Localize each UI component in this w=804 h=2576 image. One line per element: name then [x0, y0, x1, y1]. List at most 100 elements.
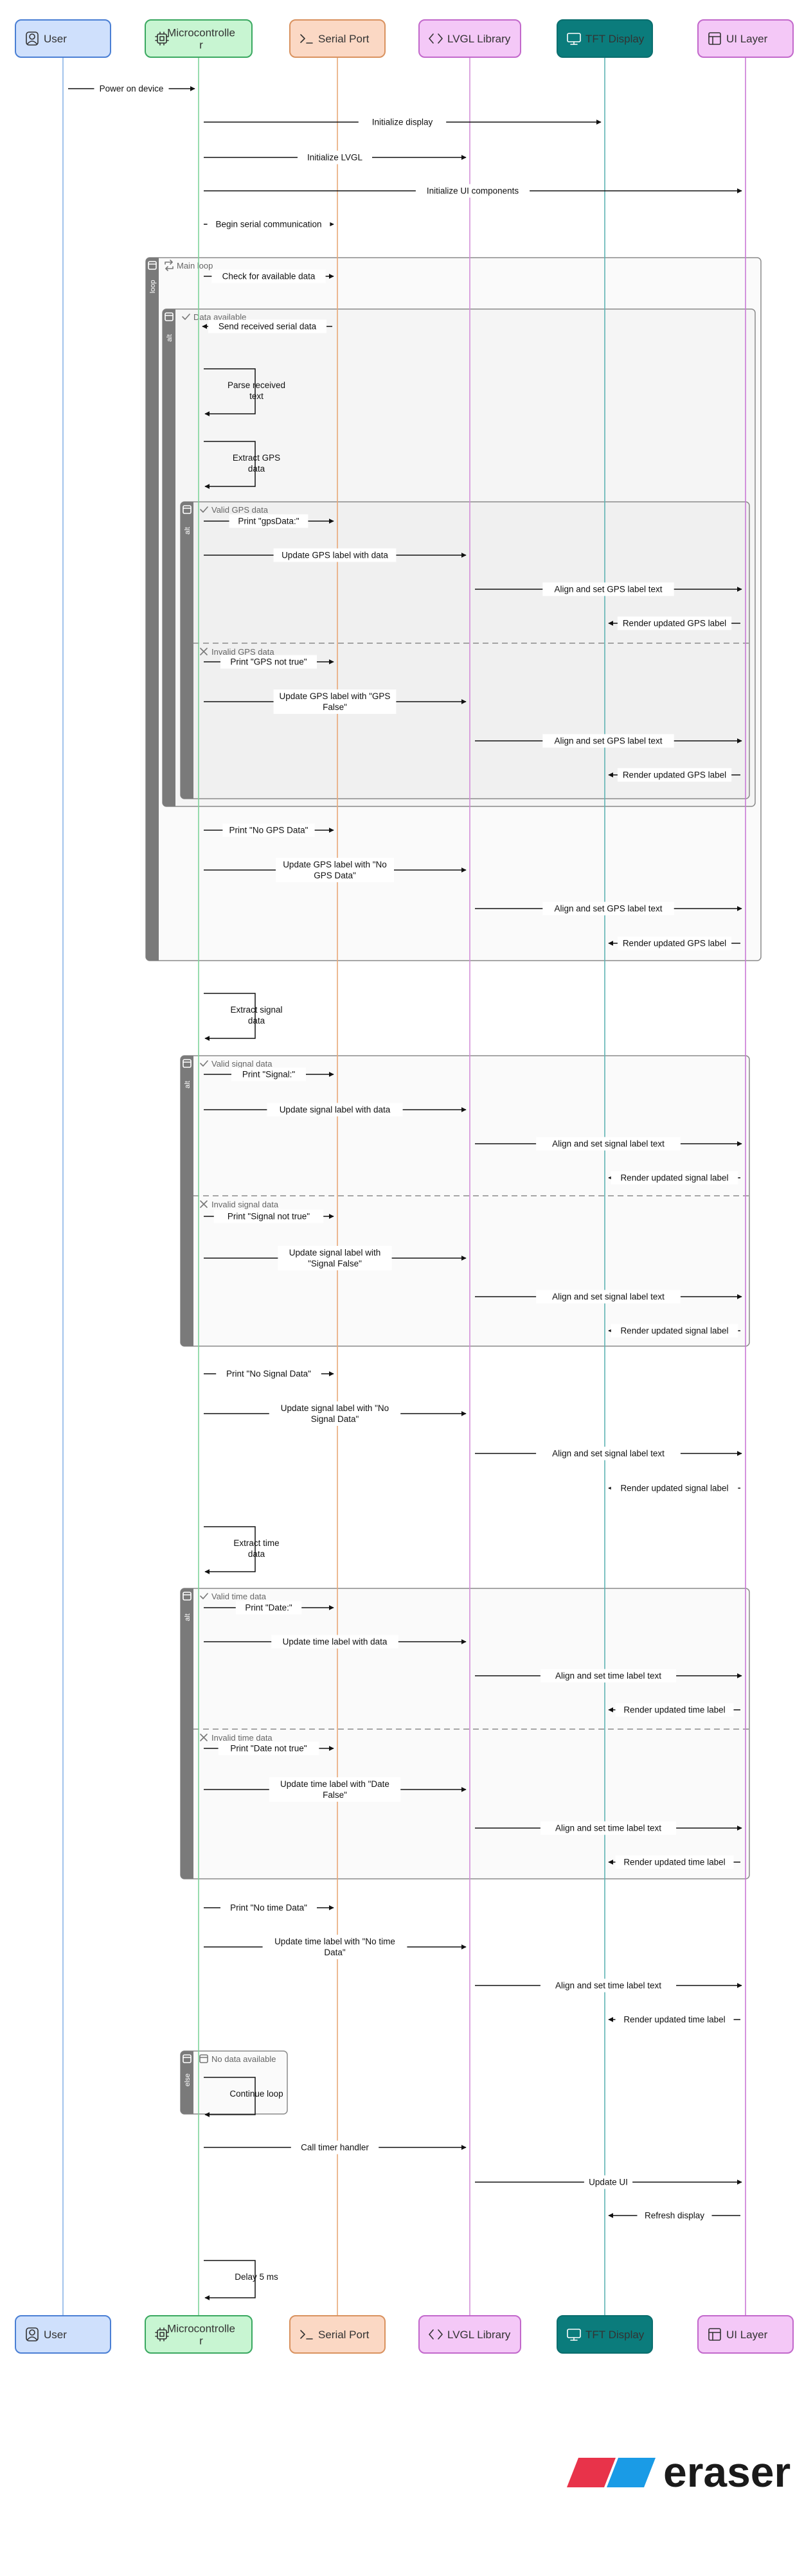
message-label-bg — [276, 858, 394, 882]
message-label-bg — [540, 1821, 677, 1835]
participant-box[interactable] — [557, 2315, 653, 2354]
message-label: Align and set GPS label text — [554, 585, 662, 594]
participant-label: r — [199, 2335, 203, 2347]
message-label: Delay 5 ms — [235, 2272, 278, 2282]
message-label: Data" — [324, 1948, 346, 1957]
message-label: Print "No GPS Data" — [229, 826, 308, 835]
message: Render updated signal label — [608, 1171, 740, 1185]
message-label: Align and set time label text — [555, 1824, 661, 1833]
user-icon — [26, 31, 39, 46]
participant-serial-foot[interactable]: Serial Port — [289, 2315, 386, 2354]
participant-ui-head[interactable]: UI Layer — [697, 19, 794, 58]
message: Print "Date:" — [204, 1601, 334, 1615]
message-label-bg — [222, 823, 315, 837]
message: Print "Signal:" — [204, 1067, 334, 1081]
participant-box[interactable] — [697, 19, 794, 58]
message-label-bg — [220, 655, 317, 669]
participant-label: TFT Display — [585, 2329, 645, 2341]
fragment-tag: alt — [184, 1081, 192, 1088]
message: Power on device — [68, 82, 195, 96]
message-label-bg — [611, 1481, 738, 1495]
message-label-bg — [615, 1703, 734, 1717]
message-label-bg — [216, 1367, 321, 1381]
message: Update UI — [475, 2175, 742, 2189]
participant-ui-foot[interactable]: UI Layer — [697, 2315, 794, 2354]
message: Render updated GPS label — [608, 616, 740, 630]
message-label-bg — [536, 1446, 681, 1461]
participant-box[interactable] — [418, 19, 521, 58]
message-label: Extract time — [233, 1538, 279, 1548]
participant-box[interactable] — [557, 19, 653, 58]
fragment-label: Valid GPS data — [211, 505, 269, 515]
message-label: data — [248, 464, 265, 474]
participant-tft-head[interactable]: TFT Display — [557, 19, 653, 58]
message-label: Align and set GPS label text — [554, 736, 662, 746]
message: Render updated GPS label — [608, 936, 740, 950]
message-label-bg — [542, 582, 674, 596]
check-icon — [182, 314, 190, 320]
message-label-bg — [358, 115, 447, 129]
participant-label: LVGL Library — [447, 2329, 511, 2341]
cross-icon — [200, 1200, 208, 1208]
participant-label: User — [44, 2329, 67, 2341]
message-label-bg — [637, 2208, 712, 2223]
participant-box[interactable] — [289, 2315, 386, 2354]
message-label: Print "Date not true" — [230, 1744, 307, 1754]
message-label: Call timer handler — [301, 2143, 369, 2153]
message-label-bg — [290, 2140, 379, 2154]
message-label: Render updated GPS label — [623, 770, 726, 780]
message-label-bg — [278, 1246, 392, 1270]
message-label: Render updated GPS label — [623, 939, 726, 948]
participant-box[interactable] — [15, 19, 111, 58]
participant-label: TFT Display — [585, 33, 645, 45]
message: Render updated time label — [608, 2012, 740, 2027]
eraser-logo: eraser — [567, 2448, 791, 2496]
message: Initialize UI components — [204, 184, 742, 198]
message-label-bg — [615, 2012, 734, 2027]
message-label: Send received serial data — [219, 322, 317, 332]
message: Update signal label with"Signal False" — [204, 1246, 467, 1270]
fragment-divider-label: Invalid time data — [211, 1733, 272, 1743]
participant-box[interactable] — [289, 19, 386, 58]
box-icon — [199, 2054, 208, 2063]
participant-box[interactable] — [145, 2315, 253, 2354]
message: Align and set signal label text — [475, 1137, 742, 1151]
message-label: Render updated time label — [623, 1705, 725, 1715]
code-icon — [429, 2329, 443, 2340]
message: Render updated GPS label — [608, 768, 740, 782]
message: Align and set signal label text — [475, 1446, 742, 1461]
check-icon — [200, 1060, 208, 1067]
message-label: Render updated signal label — [620, 1326, 728, 1336]
message-label-bg — [415, 184, 530, 198]
participant-box[interactable] — [15, 2315, 111, 2354]
message: Render updated signal label — [608, 1324, 740, 1338]
participant-tft-foot[interactable]: TFT Display — [557, 2315, 653, 2354]
participant-label: UI Layer — [726, 33, 768, 45]
message-label-bg — [269, 1777, 401, 1802]
participant-user-foot[interactable]: User — [15, 2315, 111, 2354]
participant-lvgl-head[interactable]: LVGL Library — [418, 19, 521, 58]
message-label: Extract signal — [230, 1005, 282, 1015]
participant-box[interactable] — [145, 19, 253, 58]
self-message-arrow — [204, 1526, 256, 1574]
participant-user-head[interactable]: User — [15, 19, 111, 58]
message-label: Update signal label with "No — [281, 1403, 389, 1413]
participant-serial-head[interactable]: Serial Port — [289, 19, 386, 58]
message-label: Begin serial communication — [215, 220, 321, 229]
participant-box[interactable] — [697, 2315, 794, 2354]
participant-box[interactable] — [418, 2315, 521, 2354]
message: Delay 5 ms — [204, 2260, 278, 2300]
message: Continue loop — [204, 2077, 283, 2117]
message: Print "GPS not true" — [204, 655, 334, 669]
participant-lvgl-foot[interactable]: LVGL Library — [418, 2315, 521, 2354]
message-label: Update UI — [589, 2178, 628, 2187]
box-icon — [183, 2054, 192, 2063]
